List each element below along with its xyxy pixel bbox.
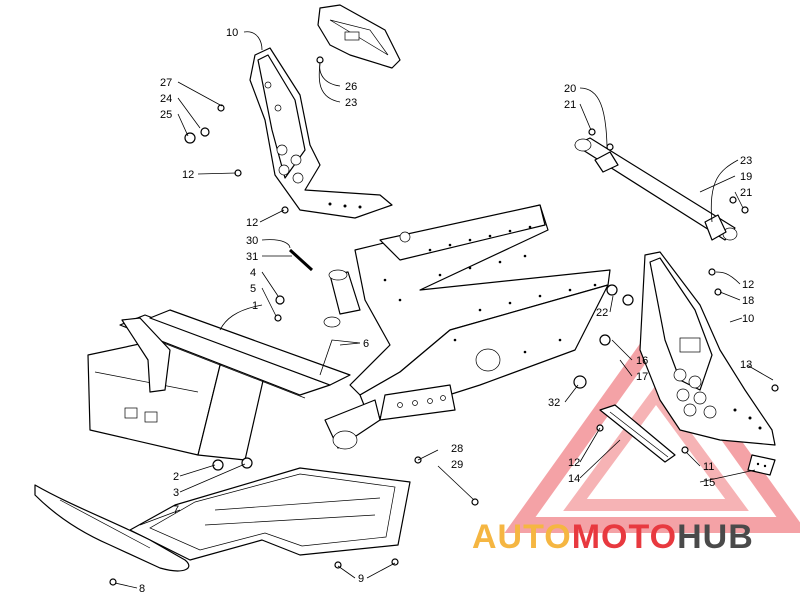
callout-26: 26 [345,81,357,93]
belly-pan-part-7 [129,467,411,561]
callout-1: 1 [252,300,258,312]
callout-23-right: 23 [740,155,752,167]
callout-28: 28 [451,443,463,455]
callout-20: 20 [564,83,576,95]
callout-21-top: 21 [564,99,576,111]
callout-30: 30 [246,235,258,247]
callout-5: 5 [250,283,256,295]
callout-24: 24 [160,93,172,105]
callout-10-left: 10 [226,27,238,39]
callout-9: 9 [358,573,364,585]
callout-6: 6 [363,338,369,350]
front-bumper-part-8 [34,484,190,572]
callout-16: 16 [636,355,648,367]
callout-12-top: 12 [182,169,194,181]
left-footrest-bracket-part-10 [249,47,393,219]
callout-4: 4 [250,267,256,279]
callout-31: 31 [246,251,258,263]
fasteners [109,56,779,586]
callout-32: 32 [548,397,560,409]
callout-7: 7 [173,504,179,516]
callout-2: 2 [173,471,179,483]
callout-12-right: 12 [742,279,754,291]
callout-3: 3 [173,487,179,499]
callout-8: 8 [139,583,145,595]
callout-29: 29 [451,459,463,471]
callout-25: 25 [160,109,172,121]
callout-labels: 10 26 23 27 24 25 12 12 30 31 4 5 1 6 20… [139,27,754,595]
tunnel-rivets [383,225,597,354]
callout-15: 15 [703,477,715,489]
callout-10-right: 10 [742,313,754,325]
callout-18: 18 [742,295,754,307]
main-chassis-part-1 [87,204,611,461]
callout-11: 11 [703,461,714,473]
callout-12-mid: 12 [246,217,258,229]
rod-part-31 [288,248,314,272]
callout-17: 17 [636,371,648,383]
bracket-part-14 [599,404,676,463]
watermark-auto: AUTO [472,518,572,556]
callout-14: 14 [568,473,580,485]
watermark-hub: HUB [677,518,754,556]
callout-21-right: 21 [740,187,752,199]
right-footrest-bracket-part-10 [639,251,776,446]
callout-23-left: 23 [345,97,357,109]
leader-lines [114,31,774,589]
steering-bracket-part-26 [317,4,401,69]
svg-text:AUTOMOTOHUB: AUTOMOTOHUB [472,518,754,556]
callout-27: 27 [160,77,172,89]
callout-22: 22 [596,307,608,319]
watermark-text: AUTOMOTOHUB [472,518,754,556]
watermark-moto: MOTO [572,518,677,556]
callout-12-bottom: 12 [568,457,580,469]
callout-13: 13 [740,359,752,371]
steering-shaft-part-19 [574,137,738,241]
callout-19: 19 [740,171,752,183]
